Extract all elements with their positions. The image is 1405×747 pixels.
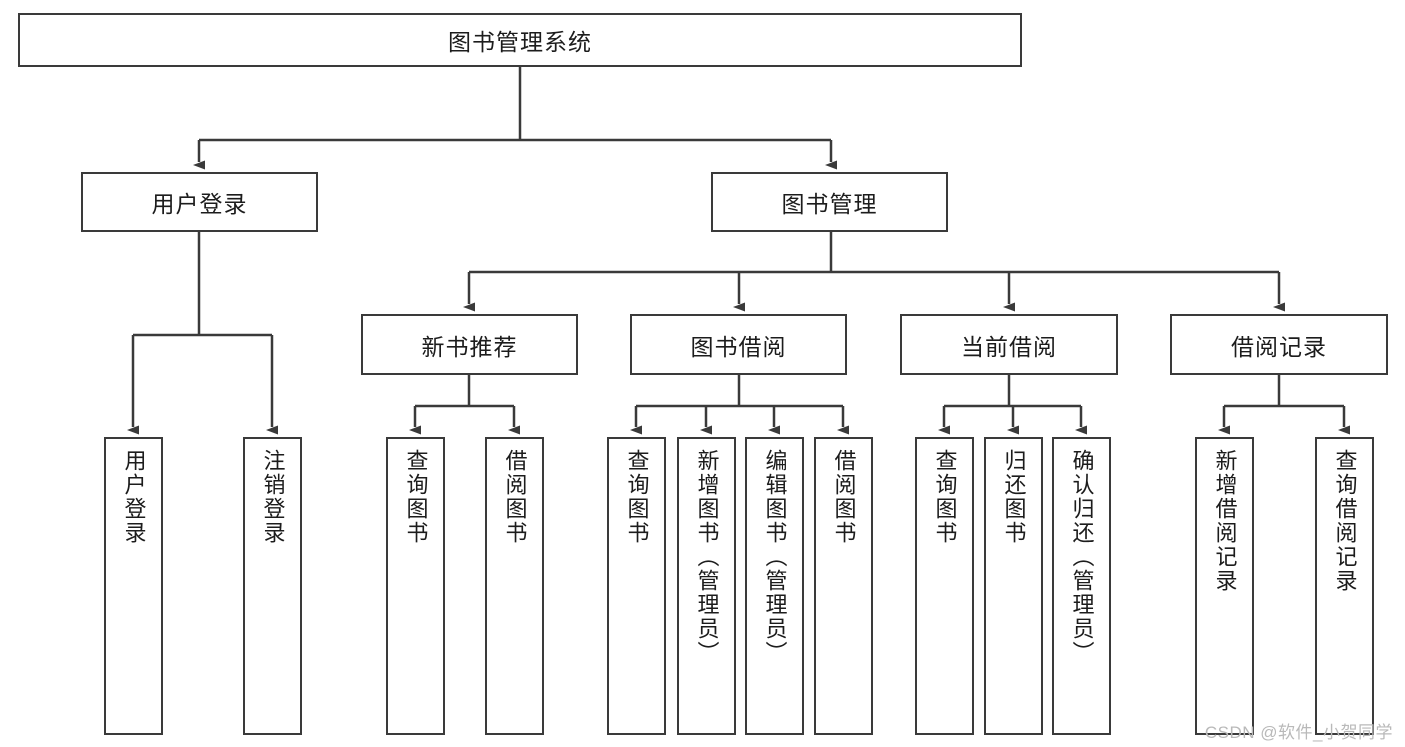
- node-root[interactable]: 图书管理系统: [18, 13, 1022, 67]
- leaf-label: 查询图书: [624, 449, 650, 545]
- leaf-add-book-admin[interactable]: 新增图书（管理员）: [677, 437, 736, 735]
- node-book-management[interactable]: 图书管理: [711, 172, 948, 232]
- node-current-borrow-label: 当前借阅: [961, 333, 1057, 360]
- leaf-borrow-book-recommend[interactable]: 借阅图书: [485, 437, 544, 735]
- leaf-label: 查询借阅记录: [1332, 449, 1358, 593]
- node-root-label: 图书管理系统: [448, 29, 592, 55]
- node-borrow-record-label: 借阅记录: [1231, 333, 1327, 360]
- leaf-query-book-current[interactable]: 查询图书: [915, 437, 974, 735]
- leaf-label: 借阅图书: [502, 449, 528, 545]
- node-book-borrow-label: 图书借阅: [690, 333, 787, 360]
- leaf-user-login[interactable]: 用户登录: [104, 437, 163, 735]
- leaf-edit-book-admin[interactable]: 编辑图书（管理员）: [745, 437, 804, 735]
- node-book-management-label: 图书管理: [781, 191, 878, 217]
- leaf-label: 新增图书（管理员）: [694, 449, 720, 665]
- leaf-query-borrow-record[interactable]: 查询借阅记录: [1315, 437, 1374, 735]
- leaf-label: 用户登录: [121, 449, 147, 545]
- node-book-borrow[interactable]: 图书借阅: [630, 314, 847, 375]
- leaf-label: 注销登录: [260, 449, 286, 545]
- node-new-book-recommend[interactable]: 新书推荐: [361, 314, 578, 375]
- watermark: CSDN @软件_小贺同学: [1204, 723, 1393, 742]
- node-new-book-recommend-label: 新书推荐: [421, 333, 518, 360]
- leaf-label: 归还图书: [1001, 449, 1027, 545]
- leaf-query-book-borrow[interactable]: 查询图书: [607, 437, 666, 735]
- node-borrow-record[interactable]: 借阅记录: [1170, 314, 1388, 375]
- leaf-user-logout[interactable]: 注销登录: [243, 437, 302, 735]
- leaf-query-book-recommend[interactable]: 查询图书: [386, 437, 445, 735]
- leaf-label: 查询图书: [932, 449, 958, 545]
- leaf-label: 确认归还（管理员）: [1069, 449, 1095, 665]
- leaf-label: 编辑图书（管理员）: [762, 449, 788, 665]
- node-user-login-label: 用户登录: [151, 191, 248, 217]
- leaf-label: 新增借阅记录: [1212, 449, 1238, 593]
- leaf-label: 借阅图书: [831, 449, 857, 545]
- node-current-borrow[interactable]: 当前借阅: [900, 314, 1118, 375]
- leaf-return-book[interactable]: 归还图书: [984, 437, 1043, 735]
- leaf-label: 查询图书: [403, 449, 429, 545]
- node-user-login[interactable]: 用户登录: [81, 172, 318, 232]
- leaf-add-borrow-record[interactable]: 新增借阅记录: [1195, 437, 1254, 735]
- leaf-borrow-book[interactable]: 借阅图书: [814, 437, 873, 735]
- leaf-confirm-return-admin[interactable]: 确认归还（管理员）: [1052, 437, 1111, 735]
